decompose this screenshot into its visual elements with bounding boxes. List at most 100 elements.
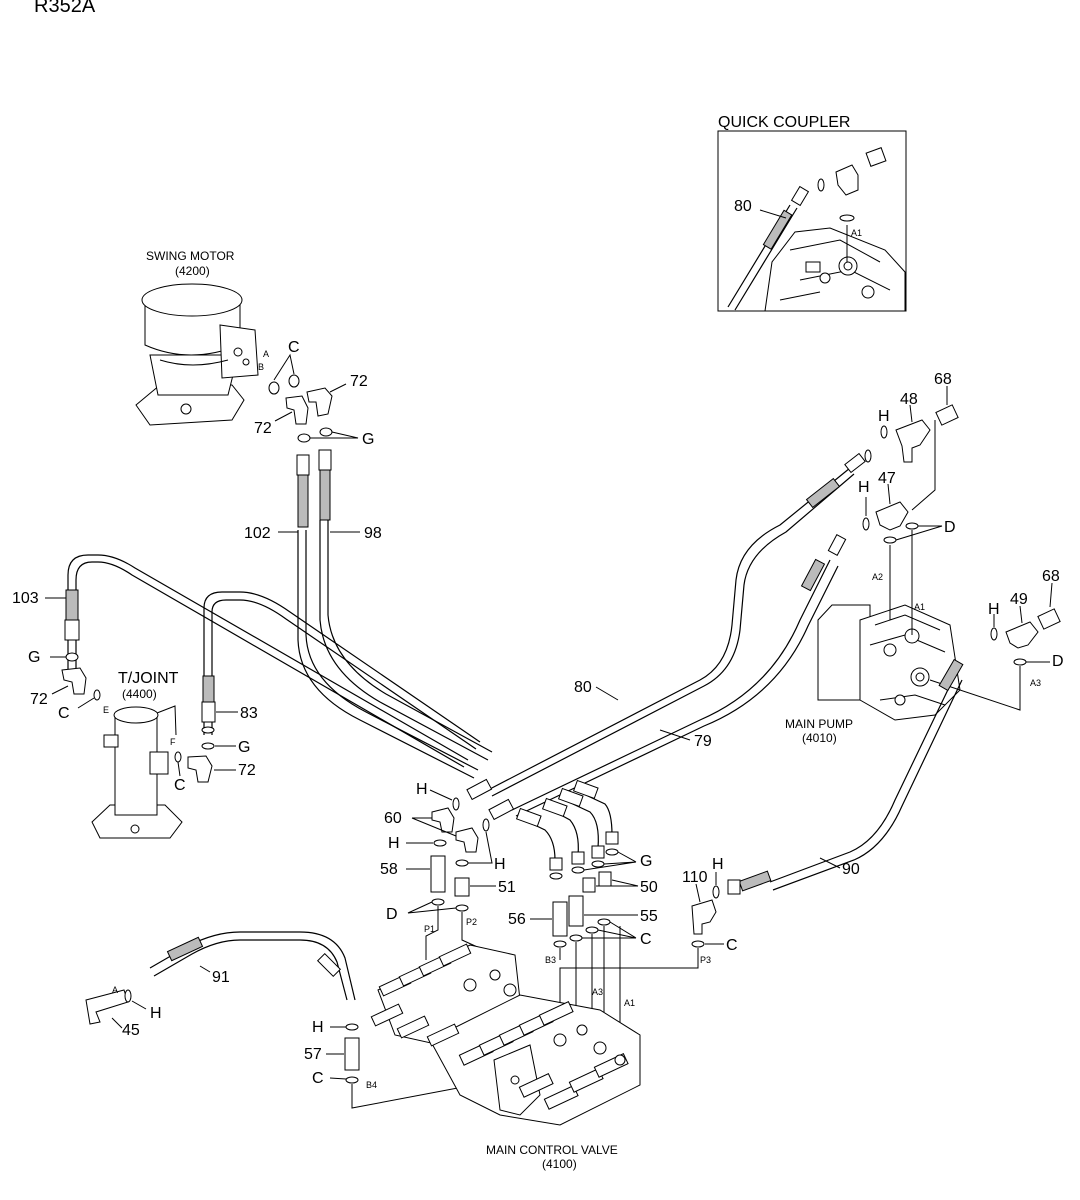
- mcv-port-p1: P1: [424, 924, 435, 934]
- mcv-adapter-51: [454, 877, 470, 897]
- mcv-port-b4: B4: [366, 1080, 377, 1090]
- pump-o-ring-h1: [880, 425, 888, 439]
- mcv-o-ring-g4: [605, 848, 619, 856]
- fitting-45-port-a: A: [112, 985, 118, 995]
- mcv-o-ring-g3: [591, 860, 605, 868]
- hoses: 83 102 98 80 79 H: [64, 449, 964, 1001]
- seal-h-mcv1: H: [416, 781, 428, 798]
- hose-80-mcv-end: [466, 778, 493, 801]
- hose-80-crimp: [805, 477, 841, 509]
- mcv-pipe-end-4: [605, 831, 619, 845]
- seal-c-mcv1: C: [640, 931, 652, 948]
- hose-91-crimp: [166, 936, 204, 962]
- quick-coupler-inset: QUICK COUPLER A1 80: [717, 114, 907, 312]
- hose-103-end: [64, 619, 80, 641]
- seal-d-mcv: D: [386, 906, 398, 923]
- swing-o-ring-c1: [268, 381, 280, 395]
- swing-motor-code: (4200): [175, 264, 210, 278]
- callout-83: 83: [240, 705, 258, 722]
- mcv-check-valve-57: [344, 1037, 360, 1071]
- mcv-port-a1: A1: [624, 998, 635, 1008]
- pump-tee-49: [1005, 621, 1039, 649]
- mcv-o-ring-d2: [455, 904, 469, 912]
- mcv-port-a3: A3: [592, 987, 603, 997]
- hose-103-crimp: [65, 589, 79, 621]
- mcv-hose-ends: [466, 778, 599, 828]
- swing-elbow-fitting-2: [285, 395, 309, 425]
- seal-h-pump2: H: [858, 479, 870, 496]
- seal-d-pump1: D: [944, 519, 956, 536]
- seal-c-mcv2: C: [726, 937, 738, 954]
- seal-g-tjoint1: G: [28, 649, 40, 666]
- pump-port-a3: A3: [1030, 678, 1041, 688]
- mcv-elbow-60a: [431, 807, 455, 833]
- mcv-elbow-60b: [455, 827, 479, 853]
- mcv-o-ring-c2: [569, 934, 583, 942]
- mcv-o-ring-h4: [455, 859, 469, 867]
- tjoint-code: (4400): [122, 687, 157, 701]
- tjoint-o-ring-g2a: [201, 726, 215, 734]
- mcv-check-valve-55: [568, 895, 584, 927]
- callout-110: 110: [682, 869, 708, 886]
- mcv-o-ring-h57: [345, 1023, 359, 1031]
- mcv-adapter-50b: [598, 871, 612, 887]
- seal-g-mcv: G: [640, 853, 652, 870]
- hose-79-crimp: [800, 558, 826, 592]
- hose-83-crimp: [202, 675, 215, 703]
- callout-45: 45: [122, 1022, 140, 1039]
- qc-elbow-fitting: [835, 164, 859, 196]
- seal-h-45: H: [150, 1005, 162, 1022]
- callout-68-b: 68: [1042, 568, 1060, 585]
- mcv-fittings: 60 H H H 58 51 D: [85, 781, 738, 1109]
- tjoint-name: T/JOINT: [118, 670, 179, 687]
- callout-56: 56: [508, 911, 526, 928]
- qc-adapter: [865, 147, 887, 167]
- mcv-elbow-110: [691, 899, 717, 935]
- mcv-o-ring-c3: [585, 926, 599, 934]
- mcv-o-ring-c57: [345, 1076, 359, 1084]
- mcv-spools: [370, 943, 629, 1110]
- callout-60: 60: [384, 810, 402, 827]
- mcv-o-ring-d1: [431, 898, 445, 906]
- mcv-o-ring-h1: [452, 797, 460, 811]
- mcv-o-ring-h2: [433, 839, 447, 847]
- mcv-o-ring-g2: [571, 866, 585, 874]
- pump-o-ring-d1: [905, 522, 919, 530]
- mcv-pipe-top-1: [515, 807, 542, 828]
- mcv-pipe-top-3: [557, 787, 584, 808]
- main-control-valve: MAIN CONTROL VALVE (4100): [370, 943, 641, 1171]
- seal-g-tjoint2: G: [238, 739, 250, 756]
- swing-port-b: B: [258, 362, 264, 372]
- seal-h-110: H: [712, 856, 724, 873]
- swing-o-ring-g2: [319, 427, 333, 437]
- pump-port-a1: A1: [914, 602, 925, 612]
- seal-h-57: H: [312, 1019, 324, 1036]
- callout-79: 79: [694, 733, 712, 750]
- pump-adapter-68b: [1037, 608, 1061, 630]
- hose-102-crimp: [297, 474, 309, 528]
- seal-c-tjoint2: C: [174, 777, 186, 794]
- callout-68-a: 68: [934, 371, 952, 388]
- callout-102: 102: [244, 525, 271, 542]
- tjoint-port-e: E: [103, 705, 109, 715]
- tjoint-elbow-72a: [61, 667, 87, 695]
- main-pump-name: MAIN PUMP: [785, 717, 853, 731]
- model-label: R352A: [34, 0, 96, 17]
- callout-72-swing-a: 72: [350, 373, 368, 390]
- hose-90-end: [727, 879, 741, 895]
- mcv-o-ring-h3: [482, 818, 490, 832]
- callout-50: 50: [640, 879, 658, 896]
- swing-o-ring-c2: [288, 374, 300, 388]
- tjoint-o-ring-g1: [65, 652, 79, 662]
- main-pump: A2 A1 A3 MAIN PUMP (4010): [785, 530, 1041, 745]
- tjoint-o-ring-c1: [93, 689, 101, 701]
- hose-80-end: [844, 452, 866, 474]
- mcv-o-ring-c5: [691, 940, 705, 948]
- callout-72-swing-b: 72: [254, 420, 272, 437]
- qc-port-a1: A1: [851, 228, 862, 238]
- callout-72-tjoint-b: 72: [238, 762, 256, 779]
- mcv-o-ring-c1: [553, 940, 567, 948]
- hose-90-o-ring: [712, 885, 720, 899]
- hose-90-crimp: [738, 870, 772, 892]
